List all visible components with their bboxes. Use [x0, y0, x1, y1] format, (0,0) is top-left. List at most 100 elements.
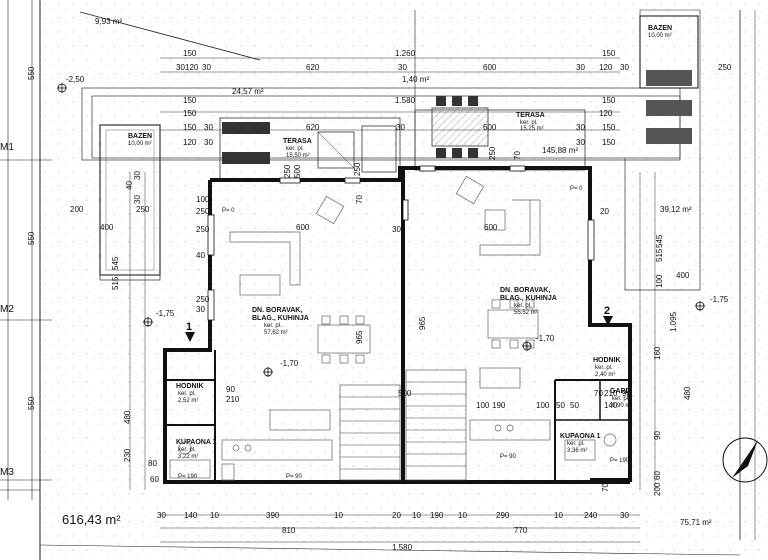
door-p90-a: P= 90 [286, 474, 303, 480]
svg-text:250: 250 [488, 146, 497, 160]
level-floor-right: -1,70 [536, 334, 555, 343]
dim-top-row2-5: 600 [483, 63, 497, 72]
level-markers [57, 83, 705, 377]
entry-arrows [185, 316, 613, 342]
svg-text:30: 30 [196, 305, 205, 314]
dim-top-row1-a: 150 [183, 49, 197, 58]
dim-bottom-0: 30 [157, 511, 166, 520]
svg-text:100: 100 [476, 401, 490, 410]
dim-terrace-1: 30 [204, 123, 213, 132]
svg-text:250: 250 [196, 225, 210, 234]
svg-text:500: 500 [293, 164, 302, 178]
level-ground-left: -1,75 [156, 309, 175, 318]
svg-text:480: 480 [123, 410, 132, 424]
door-p0-right: P= 0 [570, 186, 583, 192]
door-p90-b: P= 90 [500, 454, 517, 460]
dim-bottom-6: 10 [412, 511, 421, 520]
dim-bottom-row2-b: 770 [514, 526, 528, 535]
left-hall-floor: ker. pl. [178, 391, 196, 397]
svg-text:60: 60 [653, 471, 662, 480]
terrace-left-name: TERASA [283, 138, 312, 145]
door-p190-b: P= 190 [610, 458, 630, 464]
svg-text:965: 965 [418, 316, 427, 330]
level-ground-top: -2,50 [66, 75, 85, 84]
stairs-right [405, 369, 467, 481]
right-wardrobe-name: GARD. [610, 388, 633, 395]
door-p0-left: P= 0 [222, 208, 235, 214]
svg-text:210: 210 [226, 395, 240, 404]
svg-text:100: 100 [655, 274, 664, 288]
svg-text:545: 545 [111, 256, 120, 270]
dim-bottom-12: 30 [620, 511, 629, 520]
dim-top-row1-c: 150 [602, 49, 616, 58]
side-label-m2: M2 [0, 304, 14, 315]
pool-right [639, 15, 699, 144]
left-living-area: 57,62 m² [264, 330, 288, 336]
left-garden-area: 24,57 m² [232, 87, 264, 96]
dim-mid-c: 150 [602, 96, 616, 105]
svg-text:30: 30 [133, 195, 142, 204]
misc-dimensions: 200 400 250 100 250 600 250 545 515 250 … [70, 63, 732, 496]
svg-text:40: 40 [125, 181, 134, 190]
svg-text:40: 40 [196, 251, 205, 260]
furniture-left [169, 195, 371, 481]
plot-boundary [39, 9, 756, 556]
left-dim-3: 550 [27, 396, 36, 410]
svg-text:90: 90 [653, 431, 662, 440]
svg-text:250: 250 [283, 164, 292, 178]
pool-right-area: 10,00 m² [648, 33, 672, 39]
right-bath-area: 3,36 m² [567, 448, 587, 454]
dim-bottom-2: 10 [210, 511, 219, 520]
dim-top-row2-6: 30 [576, 63, 585, 72]
dim-bottom-5: 20 [392, 511, 401, 520]
svg-text:515: 515 [655, 248, 664, 262]
svg-text:140: 140 [604, 401, 618, 410]
dim-bottom-11: 240 [584, 511, 598, 520]
dim-bottom-7: 190 [430, 511, 444, 520]
stairs-left [339, 384, 401, 481]
dim-bottom-total: 1.580 [392, 543, 413, 552]
pool-left-area: 10,00 m² [128, 141, 152, 147]
center-garden-area: 145,88 m² [542, 146, 578, 155]
right-hall-floor: ker. pl. [595, 365, 613, 371]
svg-text:500: 500 [398, 389, 412, 398]
level-floor-left: -1,70 [280, 359, 299, 368]
dim-terrace2-3: 30 [576, 138, 585, 147]
svg-text:80: 80 [148, 459, 157, 468]
dimension-lines [129, 57, 656, 543]
left-living-line2: BLAG., KUHINJA [252, 315, 309, 322]
svg-text:250: 250 [136, 205, 150, 214]
dim-top-row2-3: 620 [306, 63, 320, 72]
dim-bottom-8: 10 [458, 511, 467, 520]
svg-text:70: 70 [513, 151, 522, 160]
dim-terrace2-5: 150 [602, 138, 616, 147]
dim-terrace2-2: 30 [204, 138, 213, 147]
svg-text:100: 100 [536, 401, 550, 410]
dim-terrace-2: 620 [306, 123, 320, 132]
side-label-m1: M1 [0, 142, 14, 153]
terrace-left [219, 117, 401, 181]
svg-text:250: 250 [718, 63, 732, 72]
right-wardrobe-floor: ker. pl. [612, 396, 630, 402]
pool-left-name: BAZEN [128, 133, 152, 140]
svg-text:100: 100 [196, 195, 210, 204]
left-hall-area: 2,52 m² [178, 398, 198, 404]
dim-bottom-1: 140 [184, 511, 198, 520]
svg-text:30: 30 [392, 225, 401, 234]
terrace-right-floor: ker. pl. [520, 120, 538, 126]
dim-mid-a: 150 [183, 96, 197, 105]
svg-text:250: 250 [196, 295, 210, 304]
plot-total-area: 616,43 m² [62, 512, 121, 527]
right-living-line1: DN. BORAVAK, [500, 287, 550, 294]
right-garden-area: 39,12 m² [660, 205, 692, 214]
svg-text:50: 50 [570, 401, 579, 410]
dim-top-row2-7: 120 [599, 63, 613, 72]
svg-text:190: 190 [492, 401, 506, 410]
dim-bottom-4: 10 [334, 511, 343, 520]
svg-text:250: 250 [196, 207, 210, 216]
svg-text:965: 965 [355, 330, 364, 344]
left-bath-name: KUPAONA 1 [176, 439, 217, 446]
level-ground-right: -1,75 [710, 295, 729, 304]
left-margin [0, 0, 52, 560]
dim-top-row2-2: 30 [202, 63, 211, 72]
